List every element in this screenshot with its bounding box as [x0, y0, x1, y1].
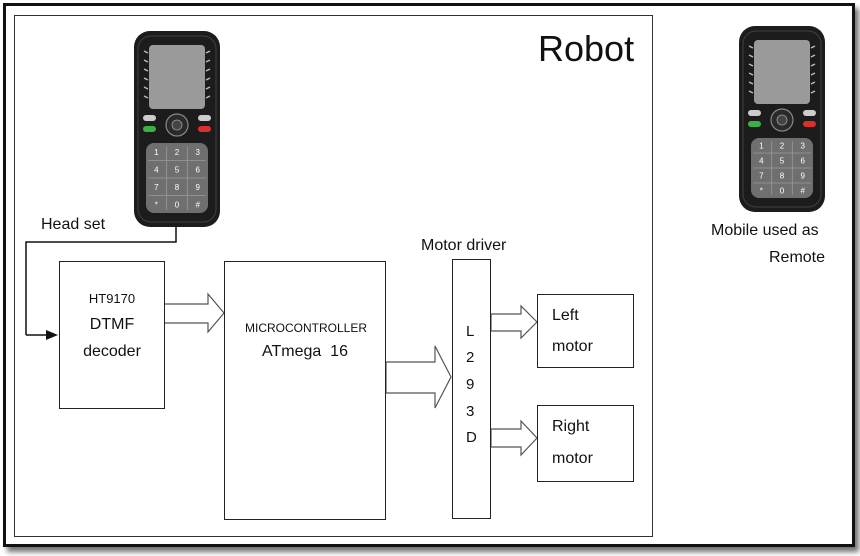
phone-bezel: [742, 30, 822, 208]
keypad-key: 7: [154, 183, 159, 192]
motor-driver-label: Motor driver: [421, 237, 507, 254]
decoder-to-mcu-arrow: [163, 292, 225, 334]
mcu-to-driver-arrow: [385, 345, 452, 409]
call-button: [748, 121, 761, 127]
microcontroller-label: MICROCONTROLLER: [245, 321, 368, 335]
call-button: [143, 126, 156, 132]
keypad-key: *: [155, 200, 158, 209]
keypad-key: 4: [154, 165, 159, 174]
keypad-key: 9: [195, 183, 200, 192]
headset-arrow: [46, 330, 58, 340]
head-set-label: Head set: [41, 216, 106, 233]
left-motor-block: [537, 294, 634, 368]
left-motor-label-1: Left: [552, 307, 579, 324]
keypad-key: 6: [800, 157, 805, 166]
left-motor-label-2: motor: [552, 338, 593, 355]
driver-to-right-motor-arrow: [490, 419, 538, 457]
keypad-key: 8: [175, 183, 180, 192]
remote-label-1: Mobile used as: [711, 222, 819, 239]
end-button: [803, 121, 816, 127]
decoder-title: DTMF: [89, 316, 135, 333]
right-motor-label-1: Right: [552, 418, 590, 435]
keypad-key: 6: [195, 165, 200, 174]
phone-bezel: [137, 35, 217, 223]
keypad-key: 2: [175, 148, 180, 157]
chip-letter: D: [466, 429, 477, 446]
keypad-key: 3: [195, 148, 200, 157]
driver-to-left-motor-arrow: [490, 304, 538, 340]
chip-letter: 9: [466, 376, 475, 393]
phone-screen: [754, 40, 810, 104]
keypad-key: *: [760, 187, 763, 196]
keypad-key: 2: [780, 142, 785, 151]
keypad-key: 8: [780, 172, 785, 181]
decoder-subtitle: decoder: [83, 343, 141, 360]
robot-boundary: [14, 15, 653, 537]
motor-driver-block: [452, 259, 491, 519]
keypad-key: 0: [175, 200, 180, 209]
keypad-key: 0: [780, 187, 785, 196]
chip-letter: 2: [466, 349, 475, 366]
keypad-key: 4: [759, 157, 764, 166]
microcontroller-block: [224, 261, 386, 520]
keypad-key: 3: [800, 142, 805, 151]
microcontroller-model: ATmega 16: [262, 343, 348, 360]
keypad-key: #: [800, 187, 805, 196]
right-motor-block: [537, 405, 634, 482]
robot-label: Robot: [538, 28, 635, 69]
decoder-part-number: HT9170: [88, 291, 136, 306]
keypad-key: 5: [780, 157, 785, 166]
right-motor-label-2: motor: [552, 450, 593, 467]
end-button: [198, 126, 211, 132]
headset-wire: [25, 226, 177, 335]
remote-label-2: Remote: [769, 249, 826, 266]
keypad-key: 9: [800, 172, 805, 181]
keypad-key: 1: [759, 142, 764, 151]
dtmf-decoder-block: [59, 261, 165, 409]
keypad-key: 5: [175, 165, 180, 174]
keypad-key: #: [195, 200, 200, 209]
keypad-key: 1: [154, 148, 159, 157]
keypad-key: 7: [759, 172, 764, 181]
chip-letter: 3: [466, 403, 475, 420]
chip-letter: L: [466, 323, 475, 340]
phone-screen: [149, 45, 205, 109]
